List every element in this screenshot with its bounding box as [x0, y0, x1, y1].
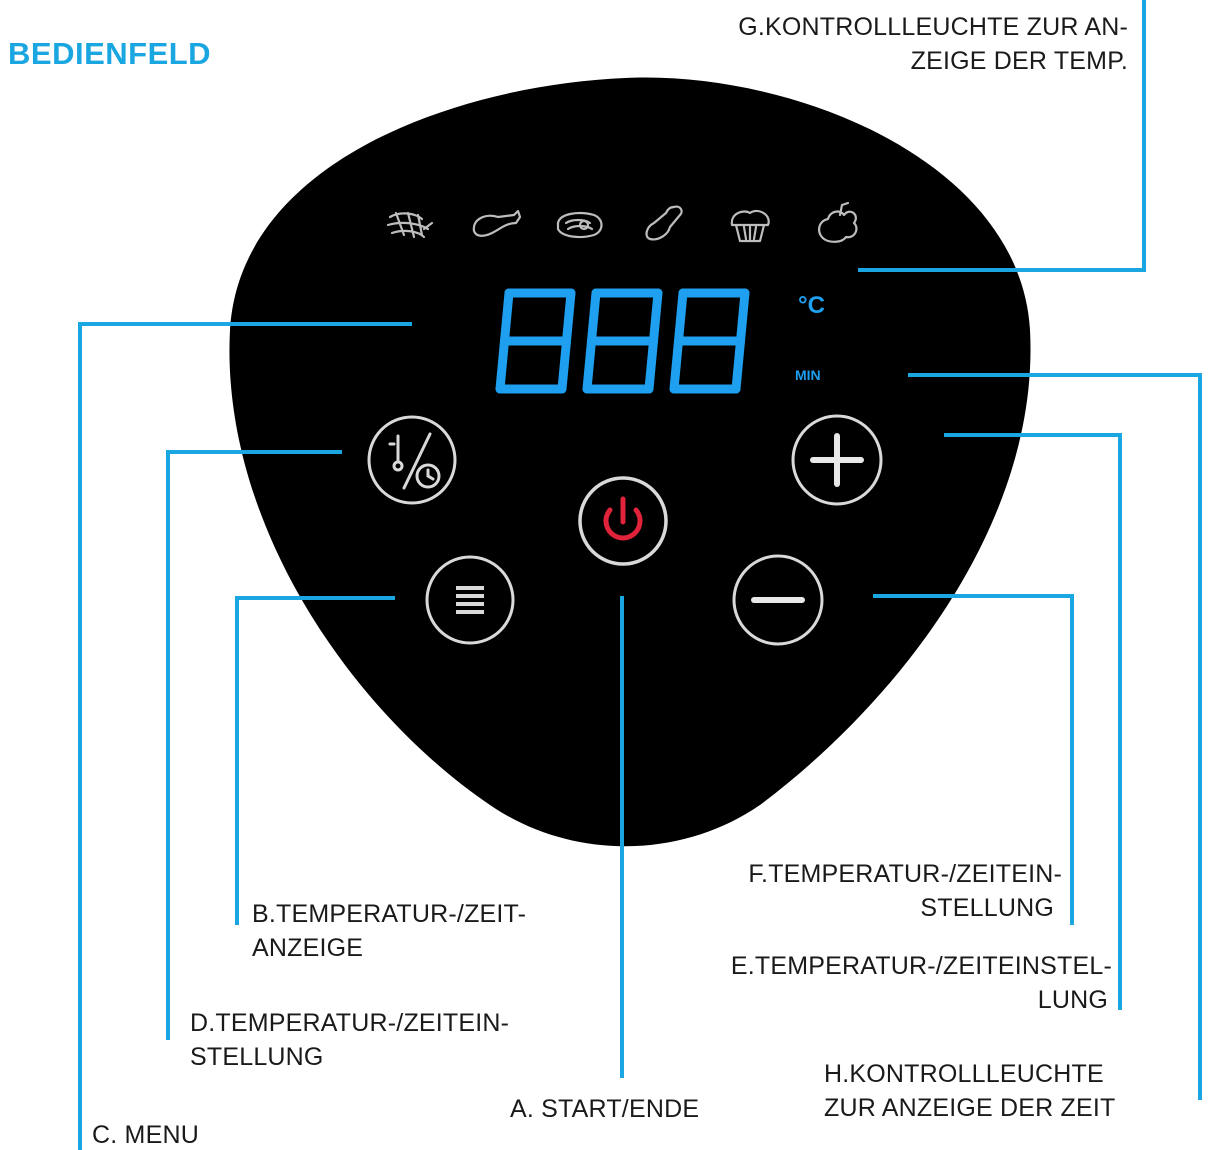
label-c-line-1: C. MENU: [92, 1121, 199, 1149]
digit-0-segment-b: [562, 288, 576, 346]
page-title: BEDIENFELD: [8, 36, 212, 71]
label-f-line-1: F.TEMPERATUR-/ZEITEIN-: [748, 860, 1062, 888]
label-h-time-indicator: H.KONTROLLLEUCHTE ZUR ANZEIGE DER ZEIT: [824, 1057, 1116, 1125]
digit-1-segment-b: [649, 288, 663, 346]
digit-0-segment-f: [500, 288, 514, 346]
label-f-line-2: STELLUNG: [920, 894, 1054, 922]
label-g-temp-indicator: G.KONTROLLLEUCHTE ZUR AN- ZEIGE DER TEMP…: [640, 10, 1128, 78]
label-g-line-1: G.KONTROLLLEUCHTE ZUR AN-: [738, 13, 1128, 41]
label-b-line-1: B.TEMPERATUR-/ZEIT-: [252, 900, 527, 928]
digit-2-segment-f: [674, 288, 688, 346]
leader-line-c: [78, 322, 412, 1150]
menu-button[interactable]: [425, 555, 515, 645]
label-f-setting: F.TEMPERATUR-/ZEITEIN- STELLUNG: [640, 857, 1062, 925]
label-g-line-2: ZEIGE DER TEMP.: [910, 47, 1128, 75]
label-d-line-1: D.TEMPERATUR-/ZEITEIN-: [190, 1009, 510, 1037]
steak-icon: [556, 212, 603, 239]
leader-line-e: [944, 433, 1122, 1010]
vegetable-icon: [818, 201, 858, 243]
time-unit-indicator: MIN: [795, 367, 821, 383]
label-a-line-1: A. START/ENDE: [510, 1095, 700, 1123]
label-d-line-2: STELLUNG: [190, 1043, 324, 1071]
digit-2-segment-b: [736, 288, 750, 346]
leader-line-b: [235, 596, 395, 925]
digit-0-segment-e: [495, 336, 509, 394]
leader-line-f: [873, 594, 1074, 925]
temp-unit-indicator: °C: [798, 292, 825, 319]
digit-1-segment-c: [644, 336, 658, 394]
digit-2-segment-c: [731, 336, 745, 394]
label-e-line-1: E.TEMPERATUR-/ZEITEINSTEL-: [730, 952, 1112, 980]
thermometer-clock-icon: [388, 432, 441, 490]
temp-time-toggle-button[interactable]: [367, 415, 457, 505]
plus-button[interactable]: [791, 414, 883, 506]
label-b-line-2: ANZEIGE: [252, 934, 364, 962]
power-icon: [603, 496, 643, 541]
drumstick-icon: [472, 209, 522, 237]
chicken-leg-icon: [645, 205, 683, 241]
label-e-line-2: LUNG: [1037, 986, 1108, 1014]
power-button[interactable]: [578, 476, 668, 566]
label-d-setting: D.TEMPERATUR-/ZEITEIN- STELLUNG: [190, 1006, 509, 1074]
leader-lines: [78, 0, 1202, 1150]
digit-2-segment-e: [669, 336, 683, 394]
leader-line-d: [166, 450, 342, 1040]
label-e-setting: E.TEMPERATUR-/ZEITEINSTEL- LUNG: [640, 949, 1112, 1017]
digit-1-segment-e: [582, 336, 596, 394]
label-a-start-end: A. START/ENDE: [510, 1092, 699, 1126]
leader-line-g: [858, 0, 1146, 272]
digit-1-segment-f: [587, 288, 601, 346]
menu-icon: [456, 586, 484, 614]
seven-segment-display: [495, 288, 750, 394]
muffin-icon: [730, 209, 770, 243]
plus-icon: [810, 433, 864, 487]
leader-line-h: [908, 373, 1202, 1100]
label-h-line-1: H.KONTROLLLEUCHTE: [824, 1060, 1104, 1088]
shrimp-icon: [386, 211, 434, 239]
label-b-display: B.TEMPERATUR-/ZEIT- ANZEIGE: [252, 897, 526, 965]
control-panel-body: [229, 77, 1031, 847]
label-c-menu: C. MENU: [92, 1118, 199, 1150]
minus-button[interactable]: [732, 554, 824, 646]
digit-0-segment-c: [557, 336, 571, 394]
label-h-line-2: ZUR ANZEIGE DER ZEIT: [824, 1094, 1116, 1122]
